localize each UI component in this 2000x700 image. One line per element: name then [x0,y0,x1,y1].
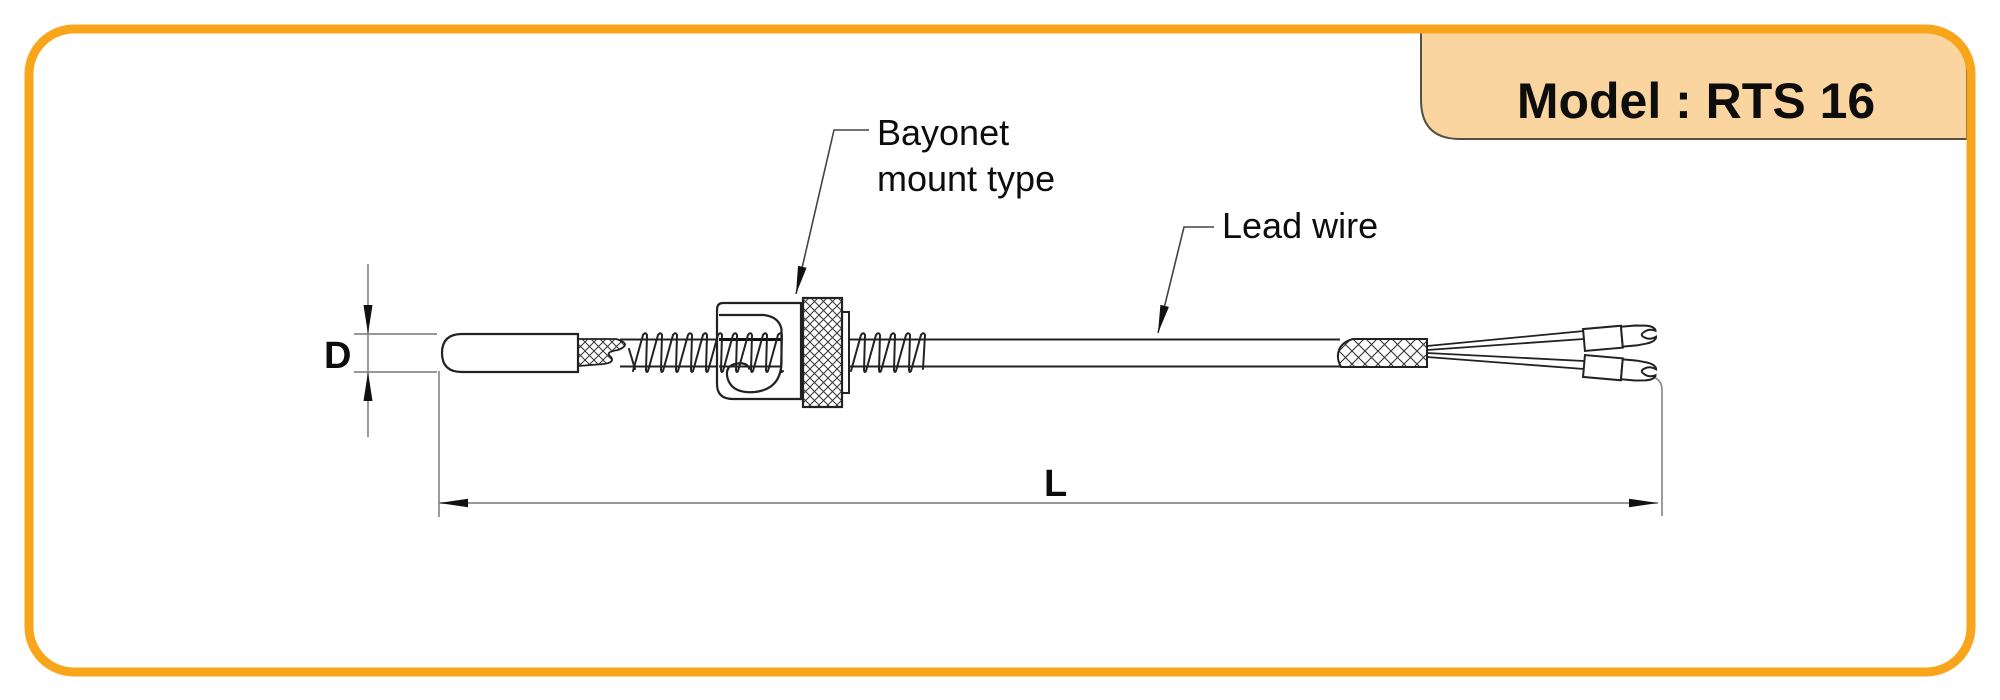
fork-terminal-upper [1581,324,1658,353]
leadwire-leader-line [1157,226,1214,334]
compression-sleeve [577,338,626,367]
spring-right [850,332,927,374]
bayonet-callout: Bayonet mount type [877,110,1055,202]
leadwire-callout: Lead wire [1222,205,1379,246]
model-title: Model : RTS 16 [1516,73,1876,129]
bayonet-leader-line [795,129,869,295]
l-arrow-left [439,498,468,508]
fork-terminal-lower [1581,353,1658,382]
dimension-d [354,264,437,437]
clip-curl [725,360,783,394]
bayonet-nut [801,296,850,409]
braid-sleeve [1336,338,1428,368]
bayonet-callout-line2: mount type [877,158,1056,199]
diameter-dimension-label: D [324,335,352,377]
terminal-wires [1426,330,1585,370]
lead-wire [848,338,1340,368]
d-arrow-up [363,372,373,401]
clip-slot [719,313,783,361]
page-frame [24,24,1976,677]
d-arrow-down [363,305,373,334]
l-arrow-right [1629,498,1658,508]
spring-left [628,332,784,374]
bayonet-callout-line1: Bayonet [877,112,1010,153]
probe-tip [440,332,580,374]
length-dimension-label: L [1044,463,1068,505]
